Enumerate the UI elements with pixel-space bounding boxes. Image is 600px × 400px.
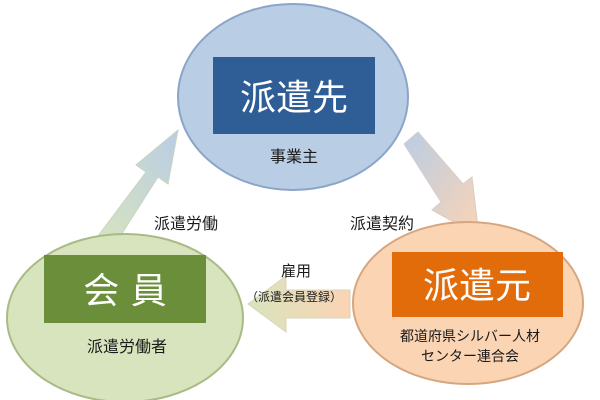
node-member: 会 員 派遣労働者 [6, 233, 244, 400]
client-title: 派遣先 [240, 78, 348, 119]
arrow-dispatcher-to-member [247, 275, 351, 333]
dispatcher-subtitle-line2: センター連合会 [421, 349, 519, 365]
client-subtitle: 事業主 [270, 147, 318, 166]
member-title-box [44, 255, 206, 323]
node-dispatcher: 派遣元 都道府県シルバー人材 センター連合会 [352, 221, 584, 385]
client-title-box [213, 57, 375, 134]
dispatcher-title: 派遣元 [423, 266, 531, 307]
edge-label-dispatch-contract: 派遣契約 [350, 214, 414, 233]
member-title: 会 員 [83, 271, 166, 312]
edge-label-employment: 雇用 [281, 262, 311, 280]
member-subtitle: 派遣労働者 [87, 337, 167, 356]
dispatcher-title-box [392, 252, 563, 317]
node-client: 派遣先 事業主 [177, 3, 409, 191]
arrow-client-to-dispatcher [403, 131, 480, 237]
dispatcher-subtitle-line1: 都道府県シルバー人材 [400, 329, 540, 345]
edge-label-dispatch-labor: 派遣労働 [154, 214, 218, 233]
edge-label-member-registration: （派遣会員登録） [246, 289, 342, 304]
